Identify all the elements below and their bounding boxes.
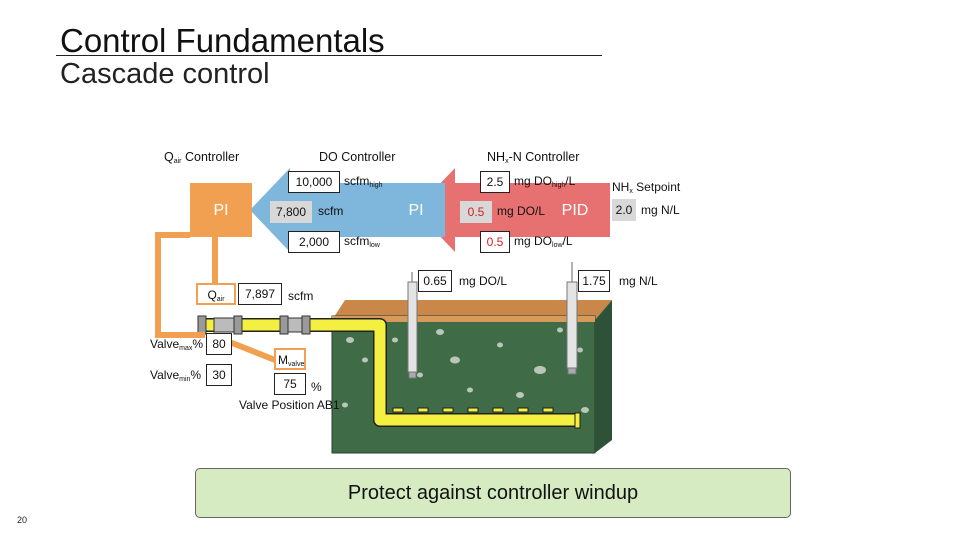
slide-subtitle: Cascade control: [60, 58, 270, 90]
red-arrow: [415, 168, 610, 252]
nhx-measurement-unit: mg N/L: [619, 274, 658, 288]
slide-title: Control Fundamentals: [60, 22, 385, 59]
valve-max-value[interactable]: 80: [206, 333, 232, 355]
do-controller-type: PI: [408, 202, 424, 219]
qair-controller-box: [190, 183, 252, 237]
windup-note-text: Protect against controller windup: [347, 482, 639, 504]
valve-max-label: Valvemax%: [150, 337, 204, 352]
qair-controller-type: PI: [213, 202, 229, 219]
do-measurement-value: 0.65: [418, 270, 452, 292]
nhx-output-unit: mg DO/L: [497, 204, 546, 218]
windup-note-box: [195, 468, 791, 518]
tank-body: [331, 315, 596, 454]
tank-side: [595, 300, 612, 453]
do-output-value: 7,800: [270, 201, 312, 223]
tank-bubbles: [342, 327, 589, 413]
valve-body: [197, 315, 311, 335]
nhx-high-limit-unit: mg DOhigh/L: [514, 174, 576, 189]
do-low-limit-value: 2,000: [288, 231, 340, 253]
do-low-limit-unit: scfmlow: [344, 234, 380, 249]
nhx-setpoint-label: NHx Setpoint: [612, 180, 681, 195]
nhx-low-limit-value: 0.5: [480, 231, 510, 253]
do-measurement-unit: mg DO/L: [459, 274, 508, 288]
do-output-unit: scfm: [318, 204, 344, 218]
valve-min-value[interactable]: 30: [206, 364, 232, 386]
nhx-probe: [566, 262, 578, 375]
do-controller-header: DO Controller: [319, 150, 396, 164]
valve-m-label: Mvalve: [274, 348, 306, 370]
valve-position-unit: %: [311, 380, 322, 394]
qair-measurement-value: 7,897: [238, 283, 282, 305]
nhx-controller-type: PID: [561, 202, 589, 219]
nhx-setpoint-value[interactable]: 2.0: [612, 199, 636, 221]
valve-position-label: Valve Position AB1: [239, 398, 340, 412]
diffusers: [392, 407, 554, 413]
title-underline: [56, 55, 602, 56]
tank-rim: [332, 316, 595, 322]
do-high-limit-unit: scfmhigh: [344, 174, 383, 189]
do-probe: [407, 272, 418, 379]
do-high-limit-value: 10,000: [288, 171, 340, 193]
nhx-controller-header: NHx-N Controller: [487, 150, 580, 165]
valve-min-label: Valvemin%: [150, 368, 202, 383]
qair-controller-header: Qair Controller: [164, 150, 240, 165]
nhx-setpoint-unit: mg N/L: [641, 203, 680, 217]
nhx-measurement-value: 1.75: [578, 270, 610, 292]
page-number: 20: [17, 515, 28, 525]
nhx-low-limit-unit: mg DOlow/L: [514, 234, 573, 249]
tank-top: [332, 300, 612, 320]
valve-position-value: 75: [274, 373, 306, 395]
nhx-high-limit-value: 2.5: [480, 171, 510, 193]
qair-measurement-label: Qair: [196, 283, 236, 305]
qair-measurement-unit: scfm: [288, 289, 314, 303]
nhx-output-value: 0.5: [460, 201, 492, 223]
